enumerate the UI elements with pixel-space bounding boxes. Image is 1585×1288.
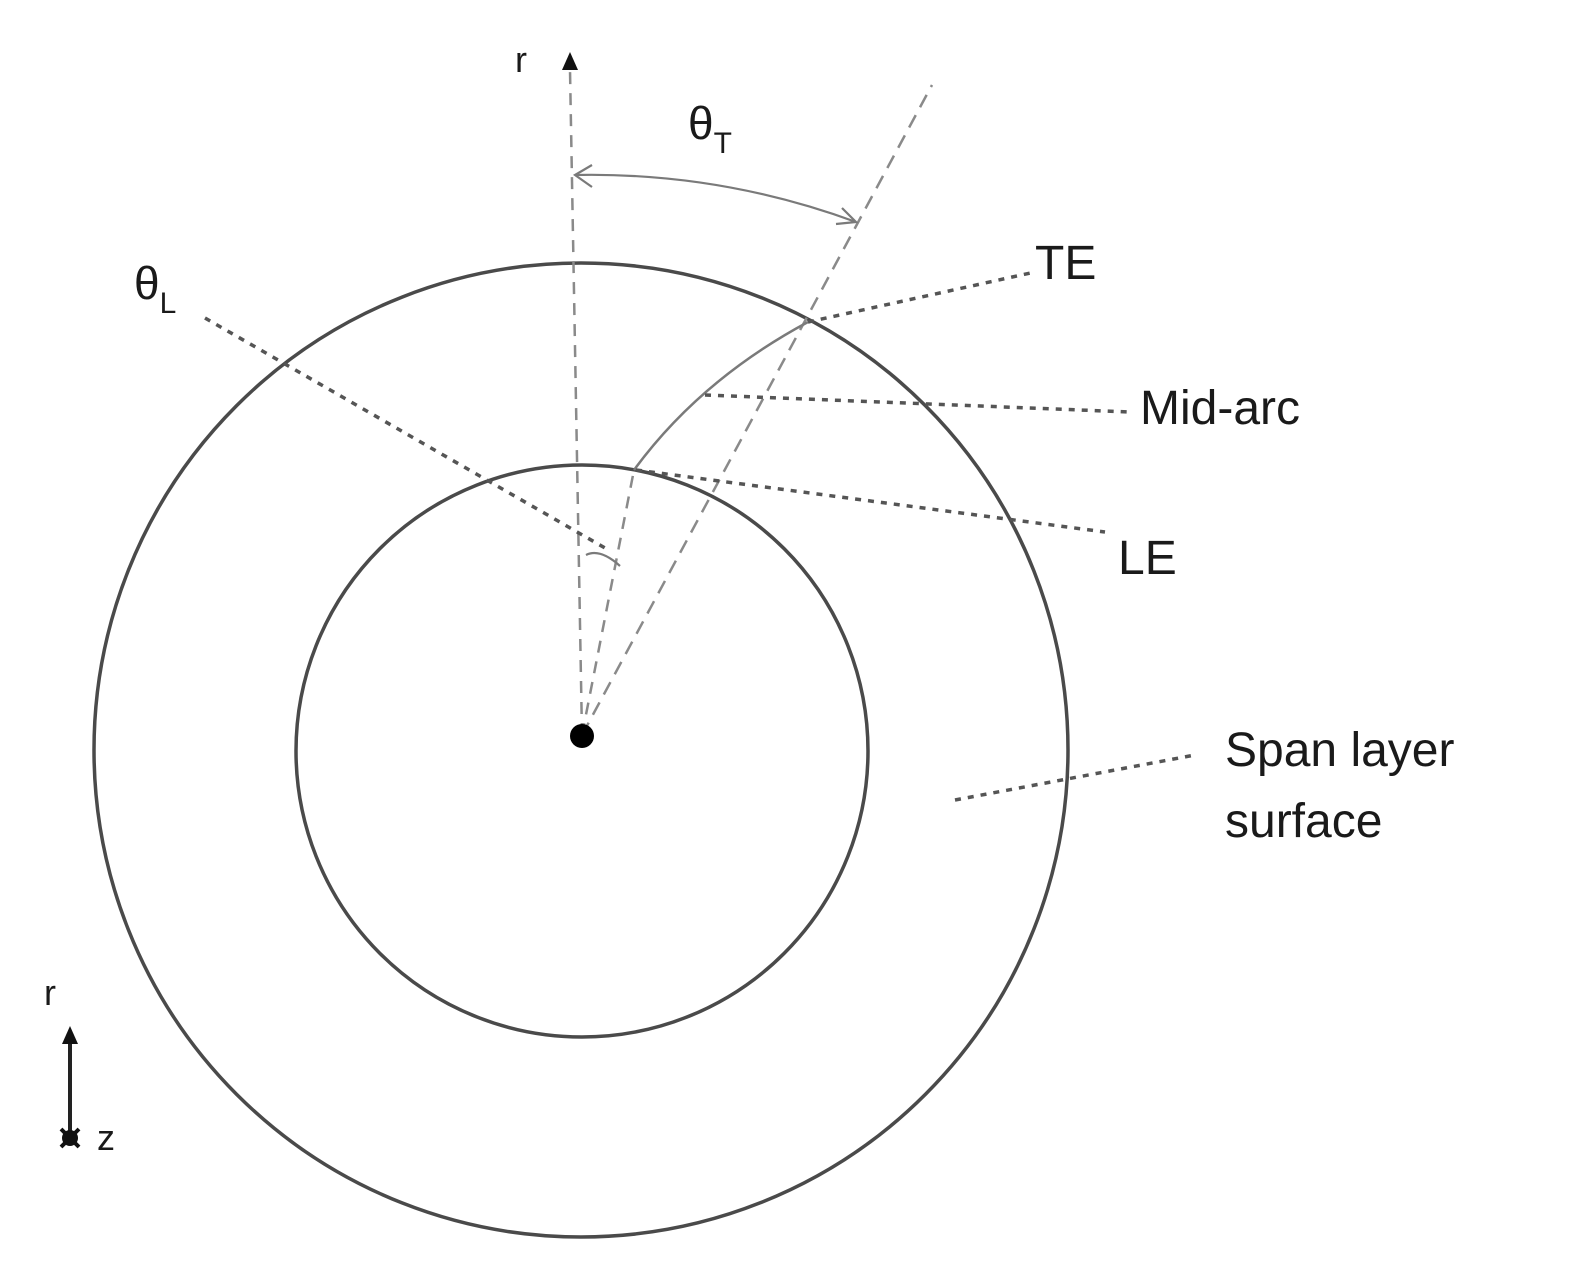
theta-l-subscript: L (159, 287, 177, 320)
r-axis-label: r (515, 39, 527, 80)
span-layer-leader (954, 753, 1196, 802)
le-label: LE (1118, 532, 1177, 585)
triad-r-arrowhead (62, 1026, 78, 1044)
theta-l-symbol: θ (134, 257, 160, 309)
inner-circle (294, 463, 870, 1039)
triad-z-out-of-plane-icon (59, 1127, 81, 1149)
r-axis-line (568, 69, 584, 736)
mid-arc-leader (704, 393, 1131, 414)
te-leader (807, 270, 1036, 324)
center-point (570, 724, 594, 748)
outer-circle (92, 261, 1070, 1239)
span-layer-label-line1: Span layer (1225, 724, 1455, 777)
theta-t-arrow-left (572, 164, 593, 188)
theta-t-symbol: θ (688, 97, 714, 149)
triad-z-label: z (97, 1117, 115, 1158)
mid-arc-curve (632, 320, 809, 471)
r-axis-arrowhead (562, 52, 578, 70)
le-radial-line (580, 469, 636, 736)
le-leader (635, 468, 1106, 534)
theta-t-arrow-right (835, 207, 859, 226)
te-label: TE (1035, 237, 1097, 290)
theta-l-label: θL (134, 257, 176, 319)
triad-r-label: r (44, 972, 56, 1013)
theta-l-angle-arc (585, 551, 621, 567)
theta-t-radial-line (580, 84, 934, 736)
span-layer-label-line2: surface (1225, 795, 1383, 848)
theta-t-subscript: T (713, 127, 732, 160)
theta-t-angle-arc (574, 173, 857, 224)
theta-l-leader (204, 316, 606, 550)
mid-arc-label: Mid-arc (1140, 382, 1301, 435)
theta-t-label: θT (688, 97, 732, 159)
